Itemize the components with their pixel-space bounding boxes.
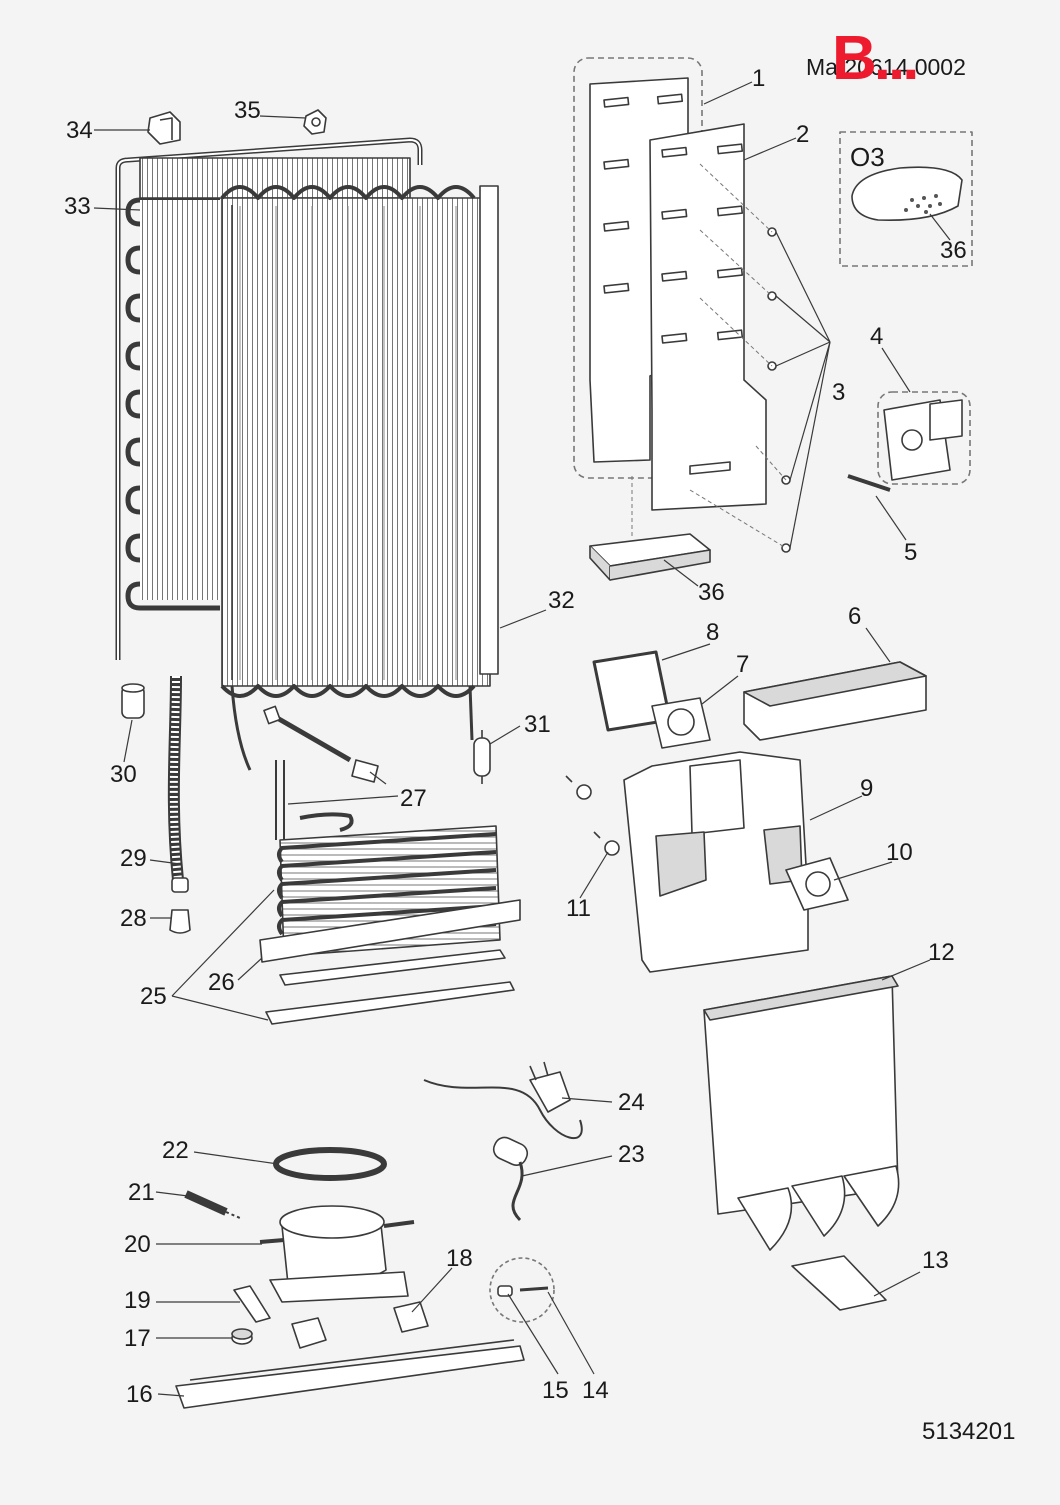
part-callout-28: 28 — [120, 905, 147, 932]
base-plate-part-16 — [175, 1339, 525, 1409]
part-callout-10: 10 — [886, 839, 913, 866]
leader-lines — [93, 81, 951, 1397]
model-number: Ma 20614.0002 — [806, 54, 966, 80]
fan-part-10 — [785, 857, 849, 911]
part-callout-6: 6 — [848, 603, 861, 630]
document-number: 5134201 — [922, 1418, 1016, 1445]
part-callout-2: 2 — [796, 121, 809, 148]
part-callout-15: 15 — [542, 1377, 569, 1404]
back-cover-part-12 — [703, 975, 900, 1251]
duct-panel-part-2 — [649, 123, 767, 511]
capacitor-part-23 — [492, 1136, 529, 1222]
part-callout-23: 23 — [618, 1141, 645, 1168]
cover-part-13 — [791, 1255, 887, 1311]
part-callout-19: 19 — [124, 1287, 151, 1314]
part-callout-26: 26 — [208, 969, 235, 996]
pins-part-14-15 — [489, 1257, 555, 1323]
air-duct-part-9 — [623, 751, 809, 973]
compressor-part-20 — [259, 1205, 415, 1303]
lamp-part-5 — [847, 474, 891, 492]
power-cord-part-24 — [423, 1061, 583, 1139]
grommet-part-17 — [231, 1328, 253, 1345]
part-callout-4: 4 — [870, 323, 883, 350]
part-callout-22: 22 — [162, 1137, 189, 1164]
part-callout-35: 35 — [234, 97, 261, 124]
part-callout-16: 16 — [126, 1381, 153, 1408]
variant-label: O3 — [850, 142, 885, 172]
control-box-part-6 — [743, 661, 927, 741]
part-callout-14: 14 — [582, 1377, 609, 1404]
damper-part-7 — [651, 697, 711, 749]
part-callout-18: 18 — [446, 1245, 473, 1272]
part-callout-21: 21 — [128, 1179, 155, 1206]
part-callout-7: 7 — [736, 651, 749, 678]
light-module-part-4 — [877, 391, 971, 485]
evaporator-part-26 — [259, 812, 521, 963]
part-callout-36: 36 — [940, 237, 967, 264]
gasket-ring-part-22 — [273, 1147, 387, 1181]
part-callout-12: 12 — [928, 939, 955, 966]
drip-tray-part-25 — [265, 949, 515, 1025]
screws-part-11 — [565, 775, 620, 856]
part-callout-3: 3 — [832, 379, 845, 406]
part-callout-33: 33 — [64, 193, 91, 220]
part-callout-13: 13 — [922, 1247, 949, 1274]
part-callout-29: 29 — [120, 845, 147, 872]
part-callout-1: 1 — [752, 65, 765, 92]
part-callout-20: 20 — [124, 1231, 151, 1258]
rod-part-21 — [184, 1190, 241, 1219]
thermostat-probe-part-27 — [263, 705, 379, 840]
drain-hose-part-29 — [167, 675, 189, 893]
cap-part-28 — [169, 909, 191, 934]
part-callout-31: 31 — [524, 711, 551, 738]
part-callout-32: 32 — [548, 587, 575, 614]
variant-o3-inset — [839, 131, 973, 267]
brand-logo-mark: B... — [832, 24, 919, 93]
pads-part-18 — [291, 1301, 429, 1349]
part-callout-25: 25 — [140, 983, 167, 1010]
part-callout-17: 17 — [124, 1325, 151, 1352]
screw-set-part-3 — [631, 163, 831, 553]
sleeve-part-30 — [121, 683, 145, 719]
part-callout-36: 36 — [698, 579, 725, 606]
filter-drier-part-31 — [473, 730, 491, 784]
part-callout-8: 8 — [706, 619, 719, 646]
clip-part-35 — [303, 109, 327, 135]
foam-block-part-36 — [589, 533, 711, 581]
part-callout-9: 9 — [860, 775, 873, 802]
strap-part-19 — [233, 1285, 271, 1323]
part-callout-34: 34 — [66, 117, 93, 144]
part-callout-5: 5 — [904, 539, 917, 566]
wire-condenser — [115, 137, 423, 660]
part-callout-30: 30 — [110, 761, 137, 788]
part-callout-11: 11 — [566, 895, 591, 922]
part-callout-27: 27 — [400, 785, 427, 812]
plate-condenser — [220, 185, 499, 771]
part-callout-24: 24 — [618, 1089, 645, 1116]
clip-part-34 — [147, 111, 181, 145]
